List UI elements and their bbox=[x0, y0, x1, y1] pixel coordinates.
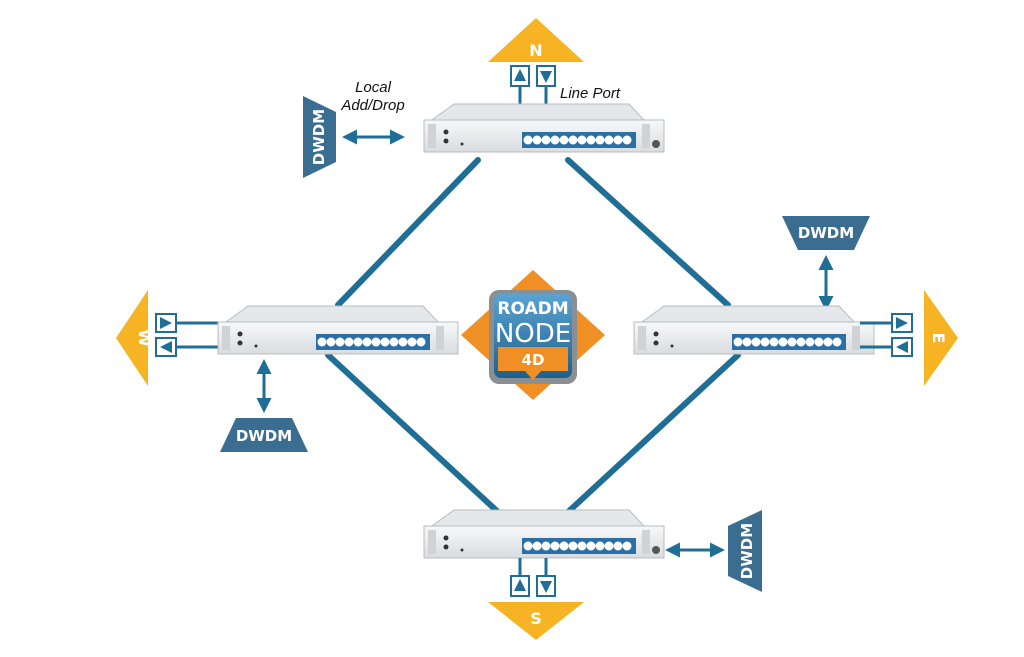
west-dwdm-shape bbox=[220, 418, 308, 452]
east-line-port bbox=[860, 313, 913, 357]
east-card-ports bbox=[732, 334, 846, 350]
add-drop-label: Add/Drop bbox=[340, 97, 404, 114]
west-card bbox=[217, 305, 459, 355]
north-label: N bbox=[529, 41, 542, 60]
badge-4d-band bbox=[498, 347, 568, 371]
north-dwdm: DWDM bbox=[303, 96, 336, 178]
west-direction-triangle bbox=[116, 290, 148, 386]
east-dwdm-shape bbox=[782, 216, 870, 250]
south-dwdm-label: DWDM bbox=[738, 523, 756, 579]
badge-pointer bbox=[525, 371, 541, 380]
link-west-south bbox=[325, 352, 501, 515]
east-label: E bbox=[929, 333, 948, 344]
west-label: W bbox=[135, 329, 154, 347]
line-port-label: Line Port bbox=[560, 85, 621, 102]
badge-roadm-text: ROADM bbox=[497, 299, 568, 319]
east-direction: E bbox=[860, 290, 958, 386]
west-line-port bbox=[155, 313, 218, 357]
ring-links bbox=[325, 157, 741, 515]
east-card bbox=[633, 305, 875, 355]
north-card bbox=[423, 103, 665, 153]
north-line-port bbox=[510, 65, 556, 104]
link-north-west bbox=[335, 157, 481, 308]
south-card-ports bbox=[522, 538, 636, 554]
south-direction: S bbox=[488, 558, 584, 640]
north-direction: N bbox=[488, 18, 584, 104]
east-direction-triangle bbox=[924, 290, 958, 386]
link-north-east bbox=[565, 157, 731, 308]
south-label: S bbox=[530, 609, 542, 628]
south-dwdm-shape bbox=[728, 510, 762, 592]
local-label: Local bbox=[355, 79, 392, 96]
west-dwdm-label: DWDM bbox=[236, 427, 292, 445]
south-direction-triangle bbox=[488, 602, 584, 640]
west-dwdm: DWDM bbox=[220, 418, 308, 452]
east-dwdm-label: DWDM bbox=[798, 224, 854, 242]
east-dwdm: DWDM bbox=[782, 216, 870, 250]
south-card bbox=[423, 509, 665, 559]
north-card-ports bbox=[522, 132, 636, 148]
badge-node-text: NODE bbox=[495, 319, 571, 349]
south-line-port bbox=[510, 558, 556, 597]
north-dwdm-label: DWDM bbox=[310, 109, 328, 165]
west-card-ports bbox=[316, 334, 430, 350]
link-east-south bbox=[565, 352, 741, 515]
west-direction: W bbox=[116, 290, 218, 386]
roadm-node-badge: ROADM NODE 4D bbox=[461, 270, 605, 400]
south-dwdm: DWDM bbox=[728, 510, 762, 592]
badge-4d-text: 4D bbox=[522, 351, 545, 369]
north-direction-triangle bbox=[488, 18, 584, 62]
north-dwdm-shape bbox=[303, 96, 336, 178]
